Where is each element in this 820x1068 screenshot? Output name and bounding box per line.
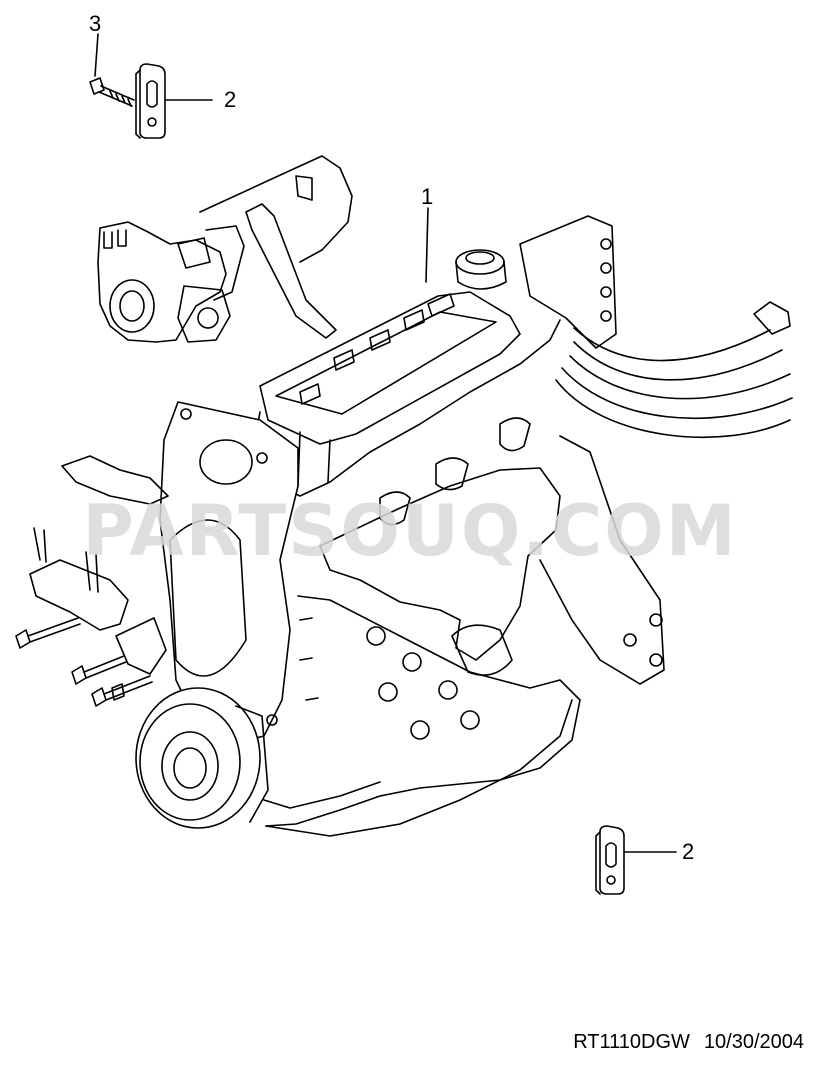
callout-part-2-bottom: 2 xyxy=(682,839,695,864)
callout-part-3: 3 xyxy=(89,11,102,36)
callout-part-2-top: 2 xyxy=(224,87,237,112)
engine-part-1 xyxy=(15,155,793,837)
diagram-date: 10/30/2004 xyxy=(703,1031,804,1053)
diagram-code: RT1110DGW xyxy=(573,1031,690,1053)
bolt-part-3 xyxy=(89,33,135,107)
leader-part-1 xyxy=(425,207,429,283)
bracket-part-2-top xyxy=(135,63,213,139)
callout-part-1: 1 xyxy=(421,184,434,209)
diagram-footer: RT1110DGW 10/30/2004 xyxy=(573,1031,804,1054)
bracket-part-2-bottom xyxy=(595,825,677,895)
